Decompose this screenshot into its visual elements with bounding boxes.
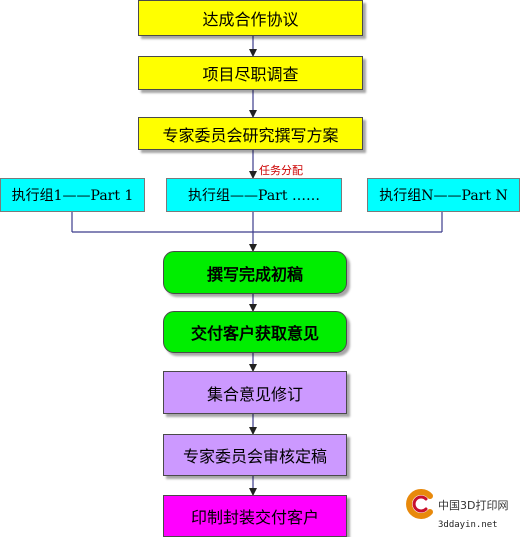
task-assignment-label: 任务分配 bbox=[259, 164, 303, 177]
watermark-url: 3ddayin.net bbox=[438, 520, 498, 530]
step-draft: 撰写完成初稿 bbox=[163, 251, 347, 294]
watermark: 中国3D打印网 3ddayin.net bbox=[404, 488, 530, 534]
group-n: 执行组N——Part N bbox=[367, 178, 520, 212]
group-1: 执行组1——Part 1 bbox=[0, 178, 145, 212]
group-middle: 执行组——Part …… bbox=[166, 178, 342, 212]
watermark-logo-icon bbox=[406, 489, 433, 519]
step-agreement: 达成合作协议 bbox=[138, 0, 363, 36]
step-research-plan: 专家委员会研究撰写方案 bbox=[138, 117, 363, 150]
step-revise: 集合意见修订 bbox=[163, 371, 347, 414]
step-review-final: 专家委员会审核定稿 bbox=[163, 434, 347, 476]
step-deliver-feedback: 交付客户获取意见 bbox=[163, 311, 347, 353]
watermark-name: 中国3D打印网 bbox=[438, 499, 509, 512]
step-due-diligence: 项目尽职调查 bbox=[138, 56, 363, 90]
step-print-deliver: 印制封装交付客户 bbox=[163, 495, 347, 537]
